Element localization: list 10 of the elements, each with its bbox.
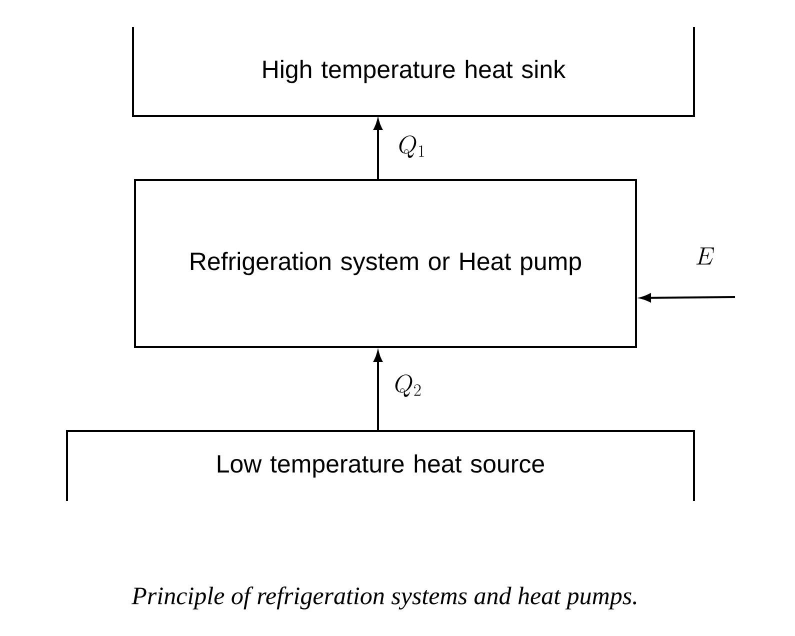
edge-label: $Q_1$ [399, 136, 424, 158]
arrow [374, 351, 382, 431]
heat-source-box: Low temperature heat source [66, 430, 695, 501]
arrow [640, 294, 736, 302]
edge-label: $E$ [696, 248, 714, 264]
heat-sink-box: High temperature heat sink [132, 27, 695, 117]
arrow [374, 119, 382, 179]
edge-label: $Q_2$ [395, 374, 421, 397]
caption: Principle of refrigeration systems and heat pumps. [132, 586, 636, 610]
system-box: Refrigeration system or Heat pump [134, 179, 637, 348]
